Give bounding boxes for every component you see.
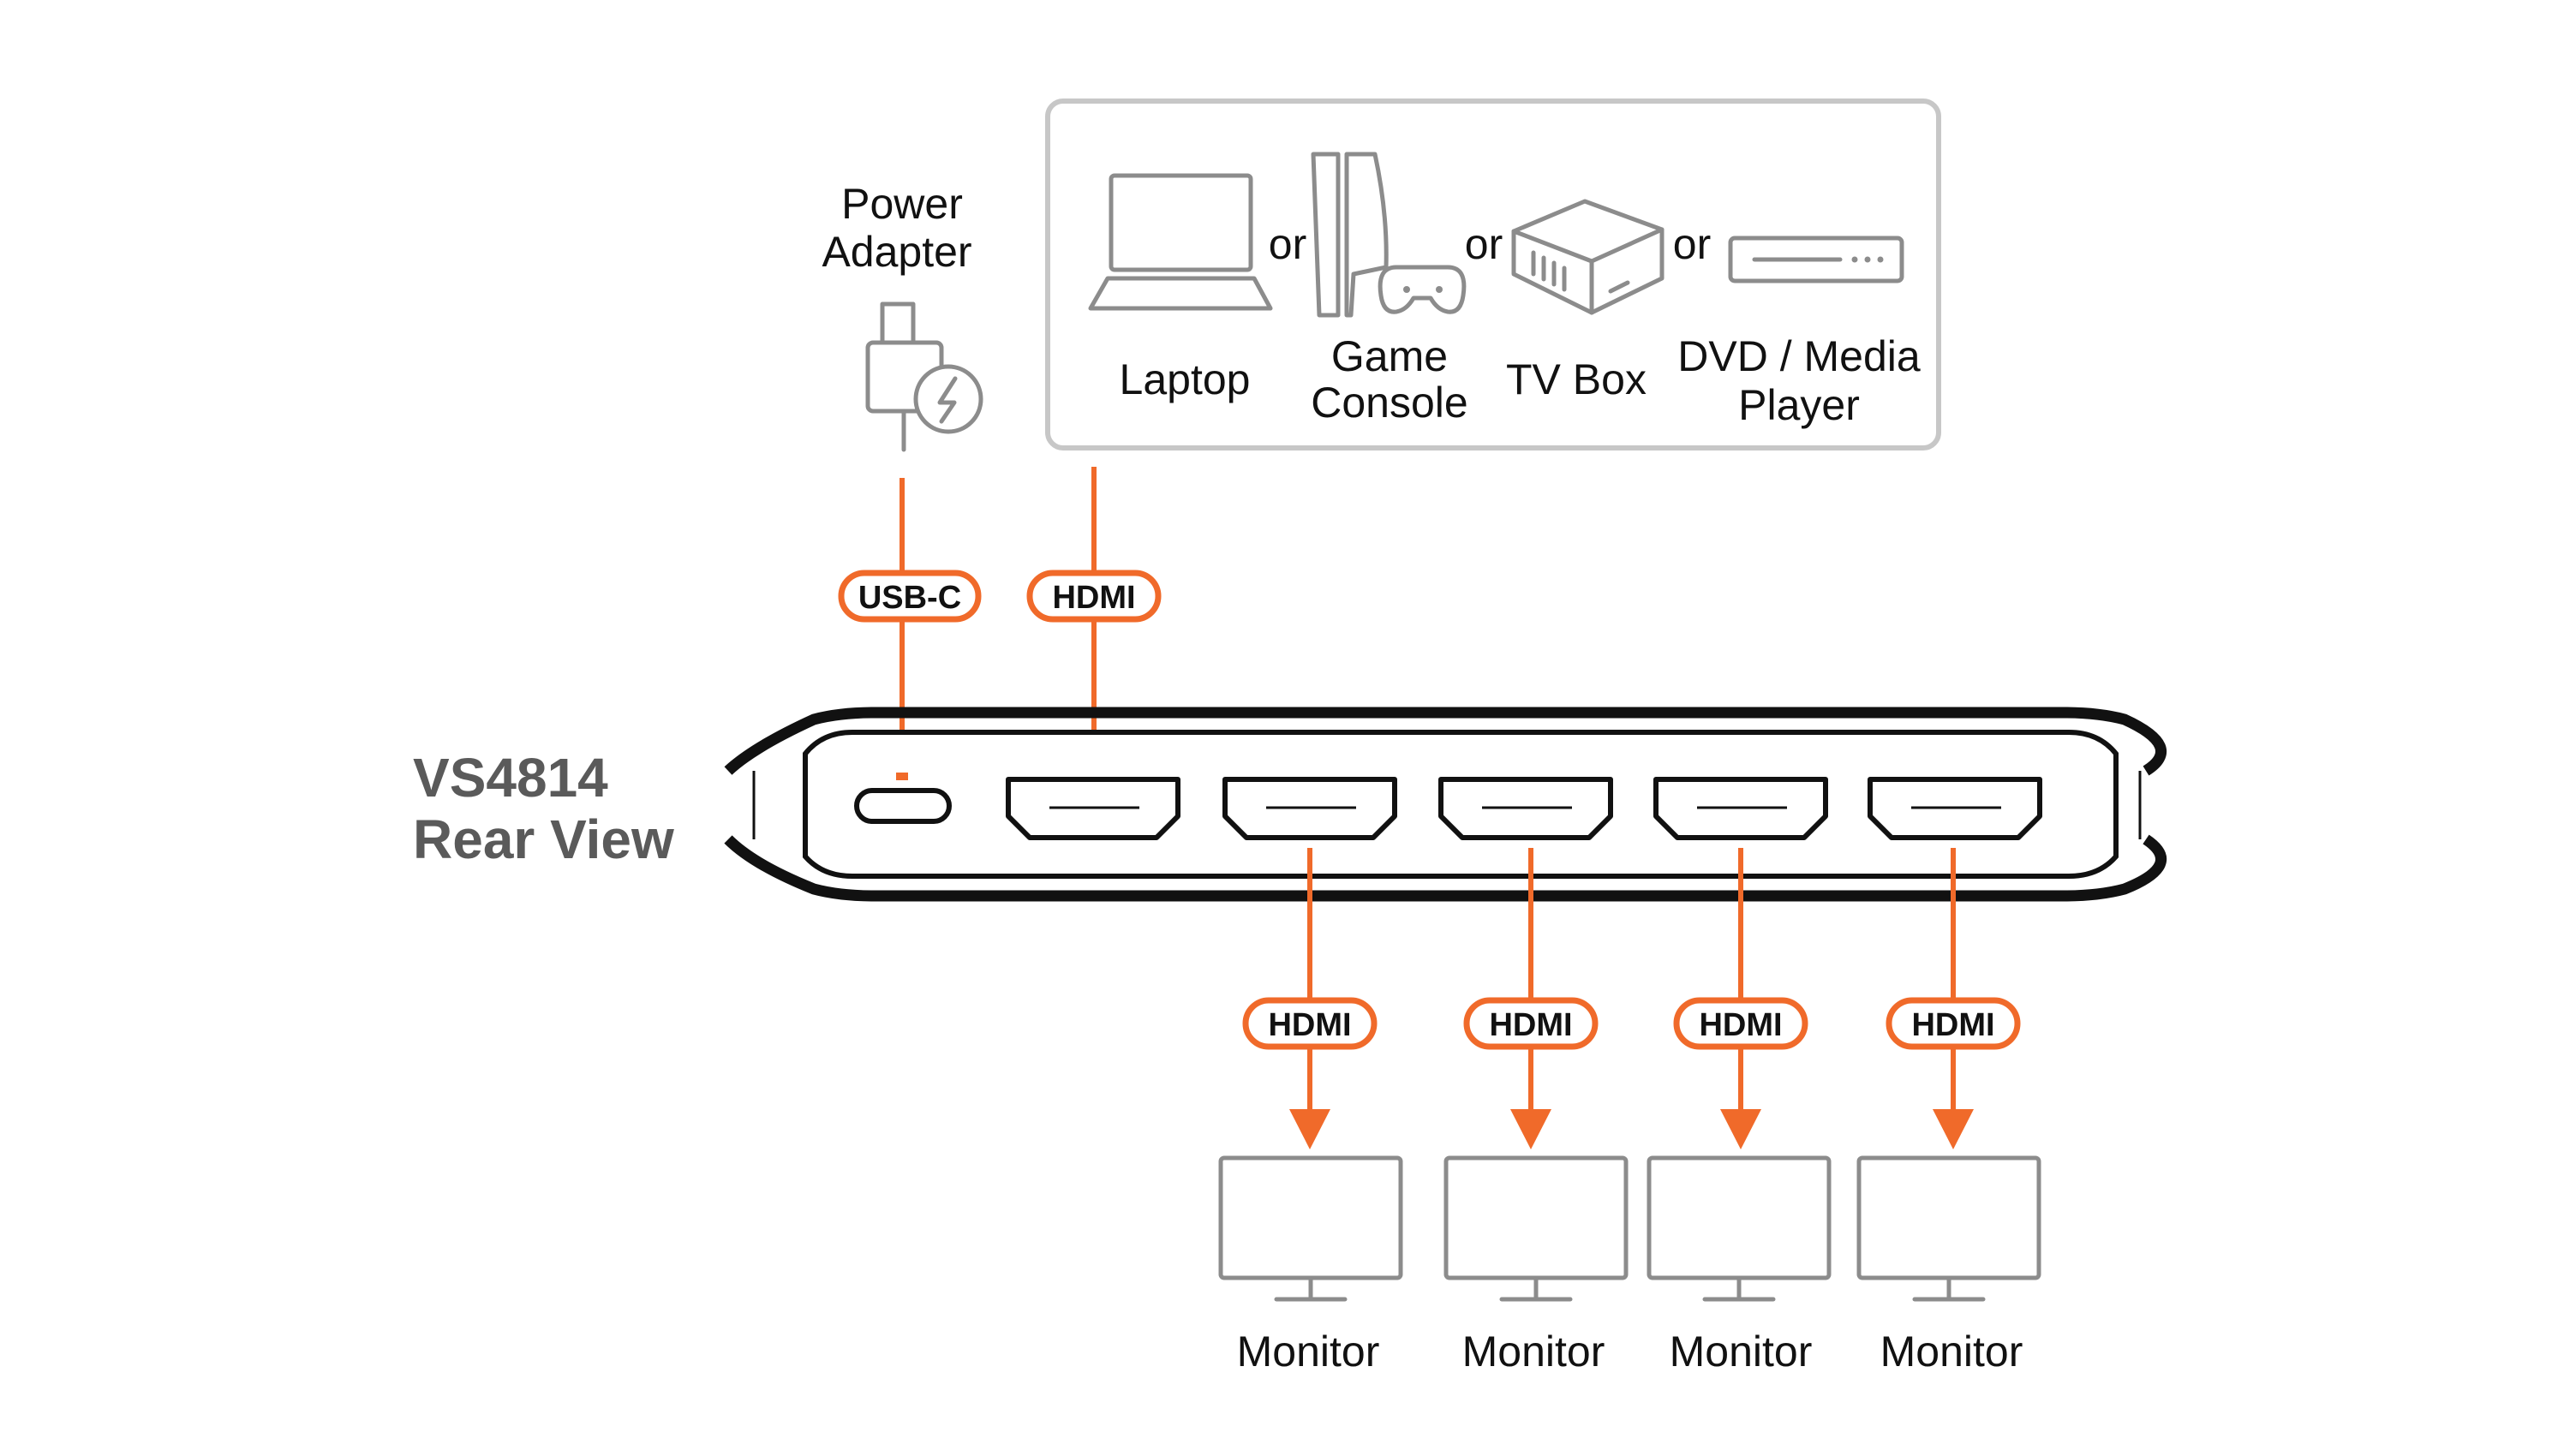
- tv-box-icon: [1511, 199, 1665, 315]
- hdmi-output-arrowhead-2: [1510, 1109, 1551, 1149]
- monitor-label-4: Monitor: [1880, 1328, 2023, 1375]
- hdmi-output-tag-2-label: HDMI: [1489, 1007, 1572, 1043]
- separator-or-2: or: [1465, 220, 1503, 268]
- hdmi-output-tag-1: HDMI: [1242, 997, 1378, 1050]
- power-label-line1: Power: [841, 180, 963, 228]
- hdmi-output-arrowhead-3: [1720, 1109, 1761, 1149]
- monitor-icon: [1443, 1155, 1629, 1302]
- monitor-label-2: Monitor: [1462, 1328, 1605, 1375]
- source-devices-box: [1045, 98, 1941, 451]
- monitor-label-1: Monitor: [1237, 1328, 1380, 1375]
- hdmi-output-tag-4-label: HDMI: [1911, 1007, 1994, 1043]
- device-label-game-line1: Game: [1331, 332, 1448, 380]
- usb-c-tag: USB-C: [838, 570, 982, 623]
- power-label-line2: Adapter: [822, 228, 971, 276]
- separator-or-1: or: [1269, 220, 1306, 268]
- device-label-game-line2: Console: [1311, 379, 1467, 427]
- monitor-icon: [1218, 1155, 1403, 1302]
- product-title-line1: VS4814: [413, 747, 608, 809]
- usb-c-tag-label: USB-C: [858, 580, 961, 616]
- hdmi-input-tag-label: HDMI: [1052, 580, 1135, 616]
- device-label-tv-box: TV Box: [1506, 355, 1647, 403]
- hdmi-output-arrowhead-4: [1933, 1109, 1974, 1149]
- laptop-icon: [1088, 173, 1273, 311]
- device-label-laptop: Laptop: [1120, 355, 1251, 403]
- device-label-dvd-line1: DVD / Media: [1677, 332, 1921, 380]
- usb-c-port: [854, 788, 952, 824]
- usb-c-plug-tip: [896, 773, 908, 780]
- device-label-dvd-line2: Player: [1738, 381, 1860, 429]
- dvd-player-icon: [1728, 236, 1904, 283]
- power-adapter-plug-icon: [865, 301, 983, 452]
- game-console-icon: [1311, 152, 1467, 318]
- hdmi-output-tag-1-label: HDMI: [1268, 1007, 1351, 1043]
- hdmi-output-tag-4: HDMI: [1886, 997, 2021, 1050]
- hdmi-output-tag-3-label: HDMI: [1699, 1007, 1782, 1043]
- hdmi-output-tag-3: HDMI: [1673, 997, 1808, 1050]
- monitor-icon: [1647, 1155, 1832, 1302]
- hdmi-output-arrowhead-1: [1289, 1109, 1330, 1149]
- product-title-line2: Rear View: [413, 809, 674, 870]
- hdmi-input-tag: HDMI: [1026, 570, 1162, 623]
- hdmi-output-tag-2: HDMI: [1463, 997, 1599, 1050]
- separator-or-3: or: [1673, 220, 1711, 268]
- monitor-icon: [1856, 1155, 2041, 1302]
- monitor-label-3: Monitor: [1670, 1328, 1813, 1375]
